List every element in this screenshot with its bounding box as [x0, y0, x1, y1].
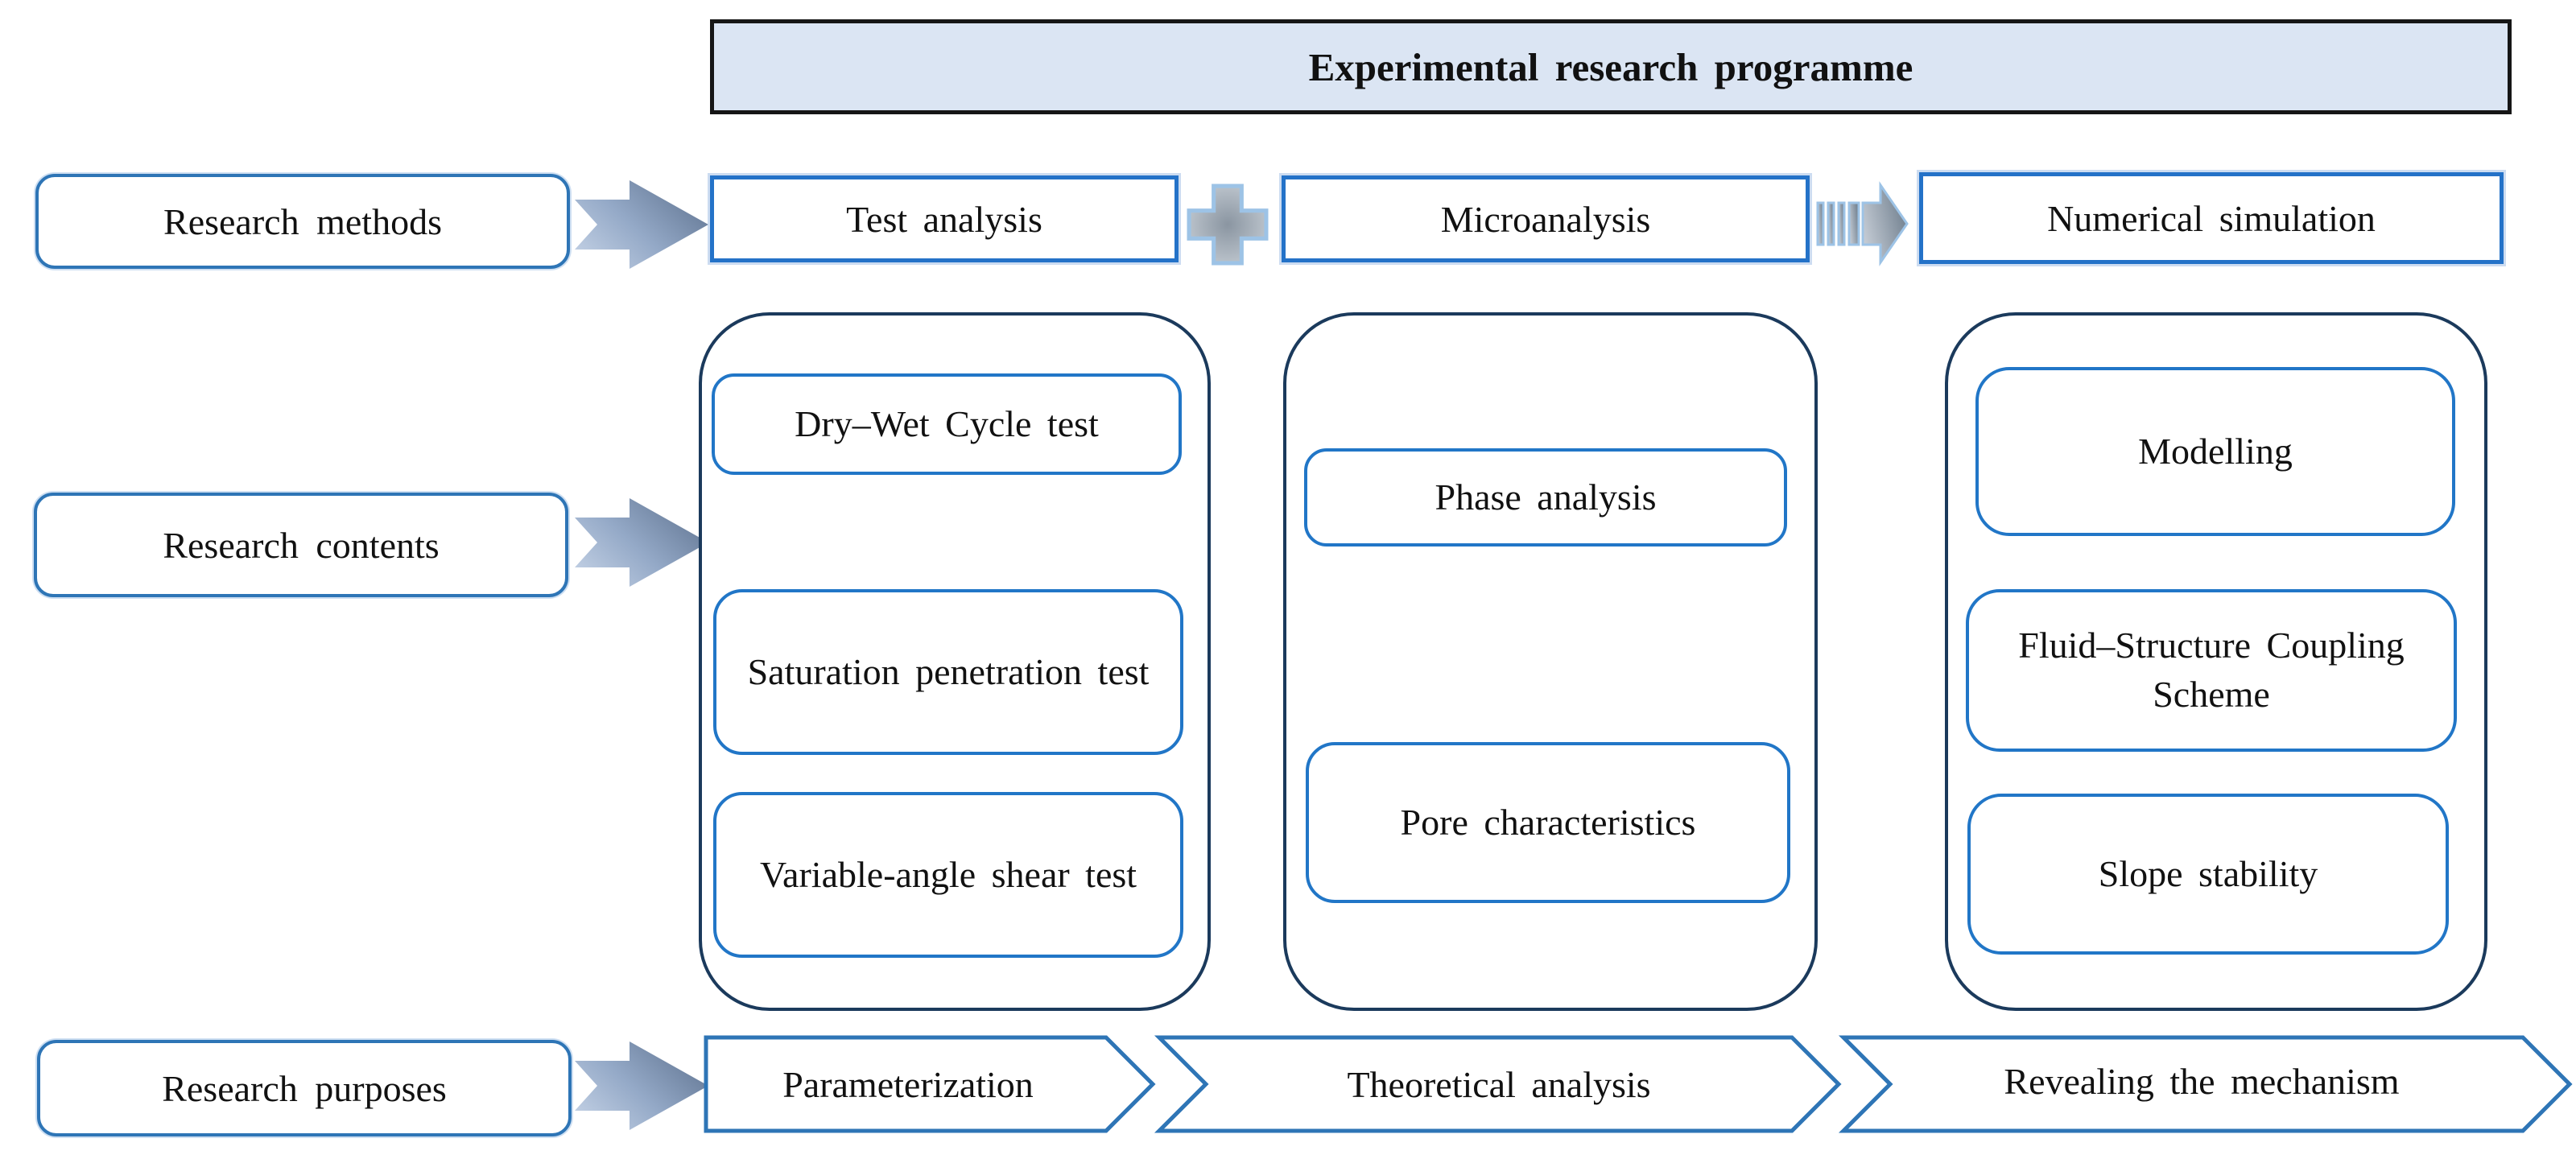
process-chevrons — [704, 1035, 2573, 1133]
group-item-text: Dry–Wet Cycle test — [795, 402, 1099, 444]
group-item-text: Modelling — [2138, 430, 2293, 472]
block-arrow-shape — [575, 1041, 708, 1130]
block-arrow-icon — [575, 180, 708, 269]
microanalysis-box: Microanalysis — [1282, 175, 1810, 262]
block-arrow-shape — [575, 498, 708, 587]
group-item-pore: Pore characteristics — [1306, 742, 1790, 903]
microanalysis-text: Microanalysis — [1440, 198, 1651, 240]
group-item-text: Fluid–Structure Coupling Scheme — [2018, 625, 2405, 715]
microanalysis-group — [1283, 312, 1818, 1011]
group-item-slope-stability: Slope stability — [1967, 794, 2449, 955]
striped-arrow-head — [1861, 181, 1909, 266]
group-item-text: Slope stability — [2098, 852, 2318, 894]
plus-shape — [1187, 184, 1269, 266]
chevron-revealing-mechanism — [1838, 1035, 2573, 1133]
research-contents-text: Research contents — [163, 524, 440, 566]
title-text: Experimental research programme — [1308, 44, 1913, 89]
research-purposes-text: Research purposes — [162, 1067, 447, 1109]
group-item-phase: Phase analysis — [1304, 448, 1787, 547]
striped-arrow-icon — [1816, 181, 1909, 266]
test-analysis-box: Test analysis — [710, 175, 1179, 262]
numerical-simulation-box: Numerical simulation — [1919, 172, 2504, 264]
group-item-fluid-structure: Fluid–Structure Coupling Scheme — [1966, 589, 2457, 752]
group-item-modelling: Modelling — [1975, 367, 2455, 536]
block-arrow-icon — [575, 1041, 708, 1130]
group-item-text: Saturation penetration test — [747, 650, 1150, 692]
group-item-dry-wet: Dry–Wet Cycle test — [712, 373, 1182, 475]
block-arrow-shape — [575, 180, 708, 269]
research-methods-text: Research methods — [163, 200, 442, 242]
group-item-variable-angle: Variable-angle shear test — [713, 792, 1183, 958]
research-contents-label: Research contents — [34, 493, 568, 597]
striped-arrow-bar — [1816, 201, 1825, 246]
plus-icon — [1187, 184, 1269, 266]
title-box: Experimental research programme — [710, 19, 2512, 114]
step-theoretical-analysis: Theoretical analysis — [1206, 1040, 1792, 1128]
striped-arrow-bar — [1827, 201, 1835, 246]
numerical-simulation-text: Numerical simulation — [2047, 197, 2376, 239]
test-analysis-text: Test analysis — [846, 198, 1042, 240]
group-item-saturation: Saturation penetration test — [713, 589, 1183, 755]
group-item-text: Variable-angle shear test — [759, 853, 1137, 895]
striped-arrow-bar — [1837, 201, 1846, 246]
group-item-text: Pore characteristics — [1400, 801, 1696, 843]
group-item-text: Phase analysis — [1435, 476, 1657, 518]
step-text: Revealing the mechanism — [2004, 1060, 2400, 1102]
chevron-theoretical-analysis — [1154, 1035, 1842, 1133]
step-text: Theoretical analysis — [1347, 1063, 1651, 1105]
block-arrow-icon — [575, 498, 708, 587]
research-methods-label: Research methods — [35, 174, 570, 269]
step-text: Parameterization — [782, 1063, 1034, 1105]
step-revealing-mechanism: Revealing the mechanism — [1860, 1037, 2544, 1125]
step-parameterization: Parameterization — [716, 1040, 1100, 1128]
striped-arrow-bar — [1847, 201, 1860, 246]
research-purposes-label: Research purposes — [37, 1040, 572, 1136]
chevron-parameterization — [704, 1035, 1156, 1133]
